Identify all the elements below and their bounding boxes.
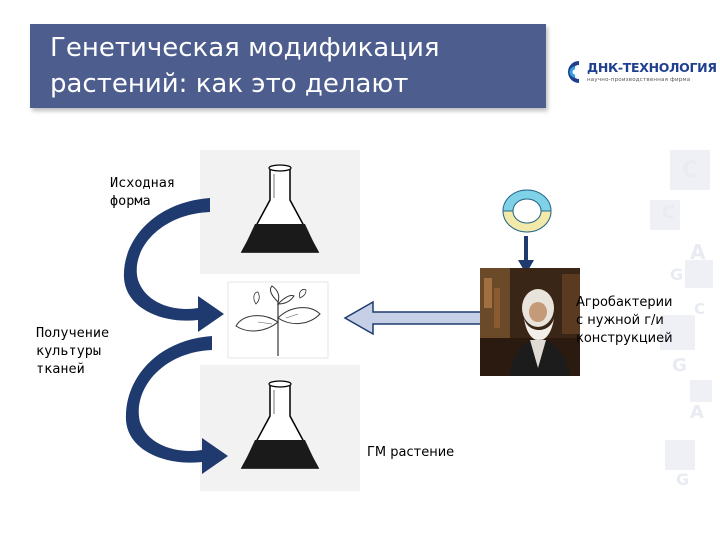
curved-arrow-top [123,198,224,332]
flask-icon [240,164,320,253]
label-agrobacteria: Агробактерии с нужной г/и конструкцией [576,295,673,346]
plasmid-icon [502,189,552,233]
flask-icon [240,380,320,469]
logo-name: ДНК-ТЕХНОЛОГИЯ [587,60,717,75]
logo-mark-icon [568,61,580,83]
label-gm-plant: ГМ растение [367,445,455,460]
logo-tagline: научно-производственная фирма [587,77,691,83]
decorative-background: C C A G C G A G [590,140,720,540]
company-logo: ДНК-ТЕХНОЛОГИЯ научно-производственная ф… [565,58,717,88]
plant-sketch-icon [227,281,329,359]
label-source-form: Исходная форма [110,175,176,209]
slide-title: Генетическая модификация растений: как э… [50,33,440,99]
arrow-to-plant [343,300,486,336]
arrow-down-to-photo [518,236,534,274]
photo-agrobacteria [480,268,580,376]
curved-arrow-bottom [125,336,228,474]
title-bar: Генетическая модификация растений: как э… [30,24,546,108]
photo-scene [480,268,580,376]
label-tissue-culture: Получение культуры тканей [36,325,110,377]
